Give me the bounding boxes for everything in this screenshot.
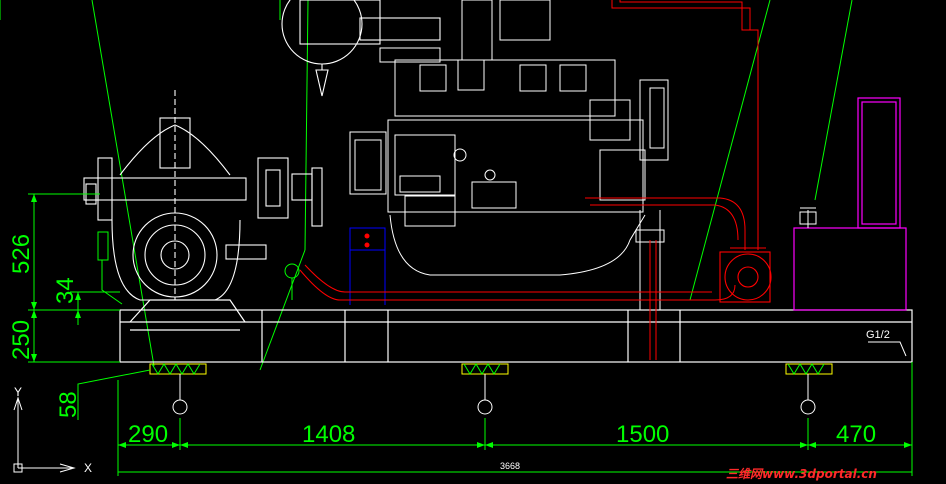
thread-leader	[868, 341, 907, 357]
axis-x-label: X	[84, 461, 92, 475]
watermark: 三维网www.3dportal.cn	[726, 467, 877, 481]
overall-length: 3668	[500, 461, 520, 471]
split-case-pump	[83, 90, 323, 301]
pipe-thread-label: G1/2	[866, 329, 890, 341]
dim-526: 526	[8, 234, 35, 274]
pipework	[299, 0, 759, 360]
control-cabinet	[793, 97, 907, 311]
ucs-icon	[13, 396, 76, 473]
dim-58: 58	[55, 391, 82, 418]
valve	[799, 207, 817, 228]
mount-right	[785, 363, 833, 415]
circulation-pump	[719, 247, 772, 303]
dimension-arrows	[31, 194, 912, 448]
turbocharger	[281, 0, 441, 97]
dimension-lines	[28, 193, 913, 476]
dim-34: 34	[52, 277, 79, 304]
dim-1408: 1408	[302, 421, 355, 448]
dim-470: 470	[836, 421, 876, 448]
axis-y-label: Y	[14, 385, 22, 399]
vibration-mounts	[149, 363, 833, 415]
dim-1500: 1500	[616, 421, 669, 448]
mount-middle	[461, 363, 509, 415]
mount-left	[149, 363, 207, 415]
diesel-engine	[349, 0, 669, 310]
dim-250: 250	[8, 320, 35, 360]
construction-lines	[0, 0, 853, 371]
dim-290: 290	[128, 421, 168, 448]
gauge-assembly	[97, 231, 300, 305]
